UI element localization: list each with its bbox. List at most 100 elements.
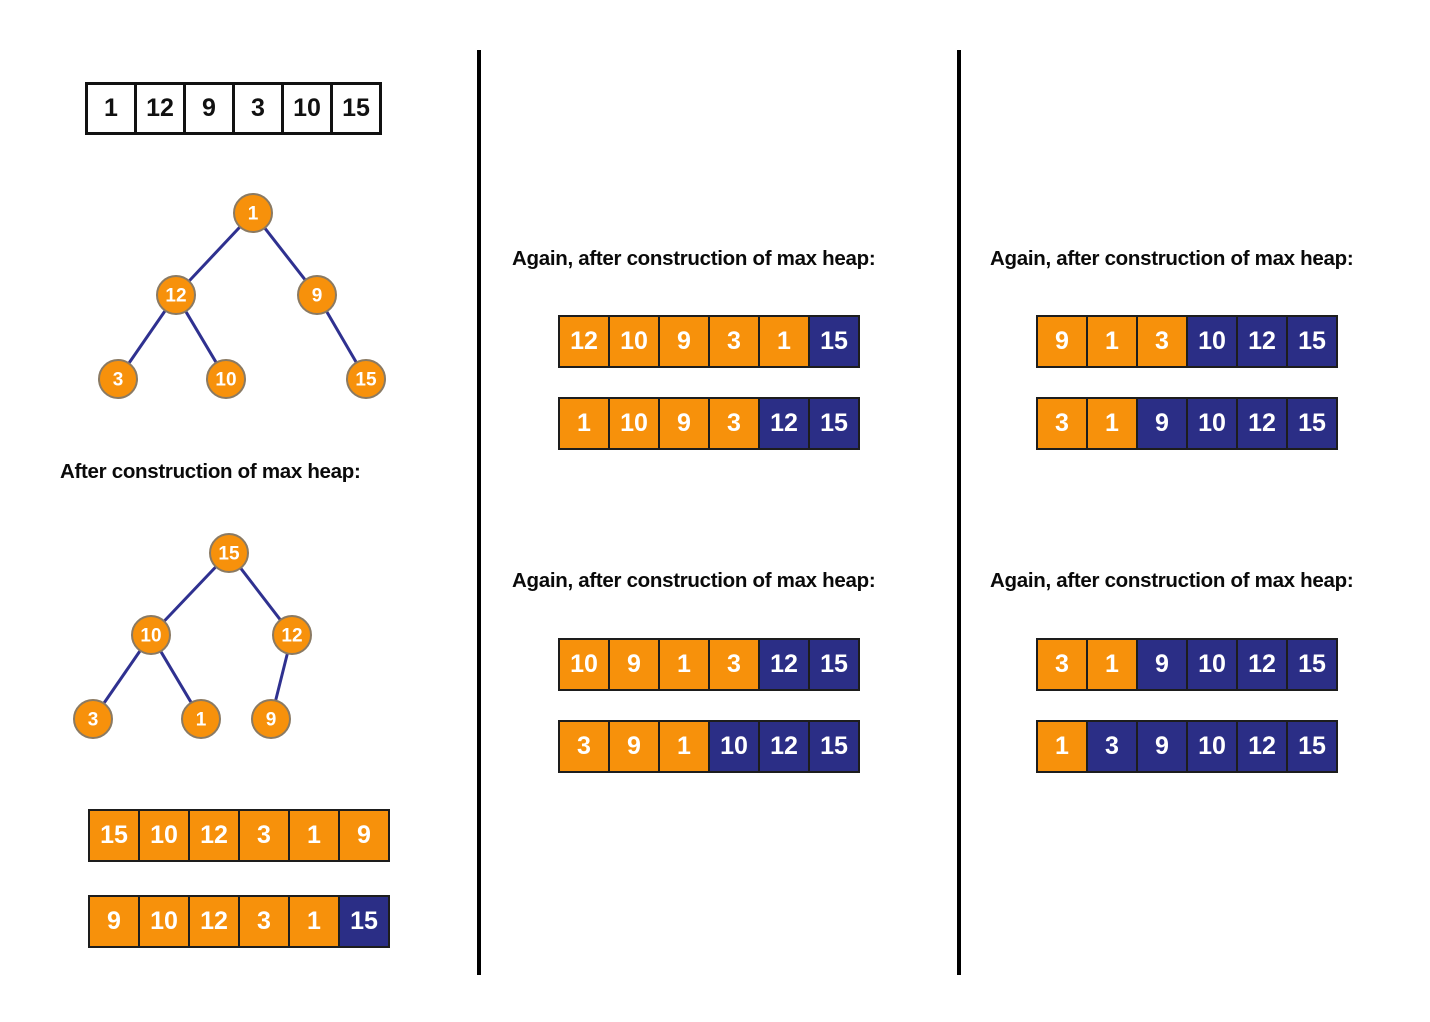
array-cell: 15 [330,82,382,135]
array-cell: 9 [338,809,390,862]
array-cell: 1 [658,638,710,691]
array-cell: 12 [758,397,810,450]
array-cell: 1 [758,315,810,368]
array-cell: 10 [608,397,660,450]
column-divider-left [477,50,481,975]
array-cell: 10 [1186,315,1238,368]
tree-edge [325,310,358,364]
tree-node: 15 [346,359,386,399]
array-cell: 3 [708,638,760,691]
tree-node: 3 [98,359,138,399]
array-cell: 12 [188,809,240,862]
array-cell: 3 [708,397,760,450]
tree-node: 9 [251,699,291,739]
tree-node: 9 [297,275,337,315]
column-divider-right [957,50,961,975]
array-cell: 10 [281,82,333,135]
array-cell: 12 [1236,638,1288,691]
array-cell: 1 [558,397,610,450]
tree-node: 1 [181,699,221,739]
tree-edge [127,309,167,365]
tree-node-label: 15 [355,370,377,391]
tree-node: 10 [131,615,171,655]
array-cell: 9 [658,397,710,450]
array-cell: 15 [808,315,860,368]
tree-node-label: 9 [312,286,323,307]
array-cell: 12 [1236,315,1288,368]
array-cell: 3 [238,895,290,948]
tree-node: 3 [73,699,113,739]
initial-binary-tree: 1 12 9 3 10 15 [78,180,418,420]
tree-node-label: 1 [248,204,259,225]
tree-node: 12 [156,275,196,315]
array-cell: 15 [88,809,140,862]
tree-node-circle [206,359,246,399]
tree-node-circle [73,699,113,739]
array-cell: 9 [1036,315,1088,368]
array-cell: 15 [1286,397,1338,450]
array-cell: 9 [608,638,660,691]
tree-edge [239,567,282,621]
array-cell: 15 [808,720,860,773]
array-cell: 3 [1036,638,1088,691]
array-cell: 1 [1086,638,1138,691]
array-cell: 3 [1136,315,1188,368]
heading-after-max-heap: After construction of max heap: [60,460,361,483]
tree-node: 15 [209,533,249,573]
array-cell: 3 [1036,397,1088,450]
array-cell: 15 [1286,720,1338,773]
array-cell: 15 [1286,315,1338,368]
tree-node: 1 [233,193,273,233]
array-cell: 12 [758,720,810,773]
tree-node-circle [156,275,196,315]
tree-edge [274,653,289,701]
tree-edge [184,310,218,364]
array-cell: 1 [288,809,340,862]
array-cell: 9 [88,895,140,948]
heading-again-max-heap-4: Again, after construction of max heap: [990,569,1354,592]
array-cell: 10 [608,315,660,368]
tree-node-label: 10 [140,626,161,647]
array-cell: 9 [608,720,660,773]
array-cell: 1 [288,895,340,948]
tree-node-circle [98,359,138,399]
array-cell: 3 [558,720,610,773]
array-cell: 12 [1236,720,1288,773]
array-cell: 15 [338,895,390,948]
array-cell: 9 [183,82,235,135]
tree-node-label: 10 [215,370,236,391]
array-cell: 10 [558,638,610,691]
tree-node: 12 [272,615,312,655]
array-cell: 1 [85,82,137,135]
array-cell: 1 [1086,315,1138,368]
tree-node-label: 9 [266,710,277,731]
array-cell: 1 [658,720,710,773]
array-cell: 15 [808,638,860,691]
tree-node-label: 12 [165,286,186,307]
array-cell: 1 [1036,720,1088,773]
array-cell: 3 [232,82,284,135]
tree-node-circle [346,359,386,399]
array-cell: 3 [238,809,290,862]
tree-edge [159,650,193,704]
tree-node-circle [181,699,221,739]
tree-node-circle [131,615,171,655]
array-cell: 1 [1086,397,1138,450]
array-cell: 10 [1186,638,1238,691]
tree-node-circle [233,193,273,233]
tree-edge [187,225,242,283]
heading-again-max-heap-3: Again, after construction of max heap: [990,247,1354,270]
array-cell: 10 [1186,720,1238,773]
array-cell: 10 [708,720,760,773]
array-cell: 12 [188,895,240,948]
tree-node-circle [251,699,291,739]
tree-node-label: 12 [281,626,302,647]
tree-node: 10 [206,359,246,399]
